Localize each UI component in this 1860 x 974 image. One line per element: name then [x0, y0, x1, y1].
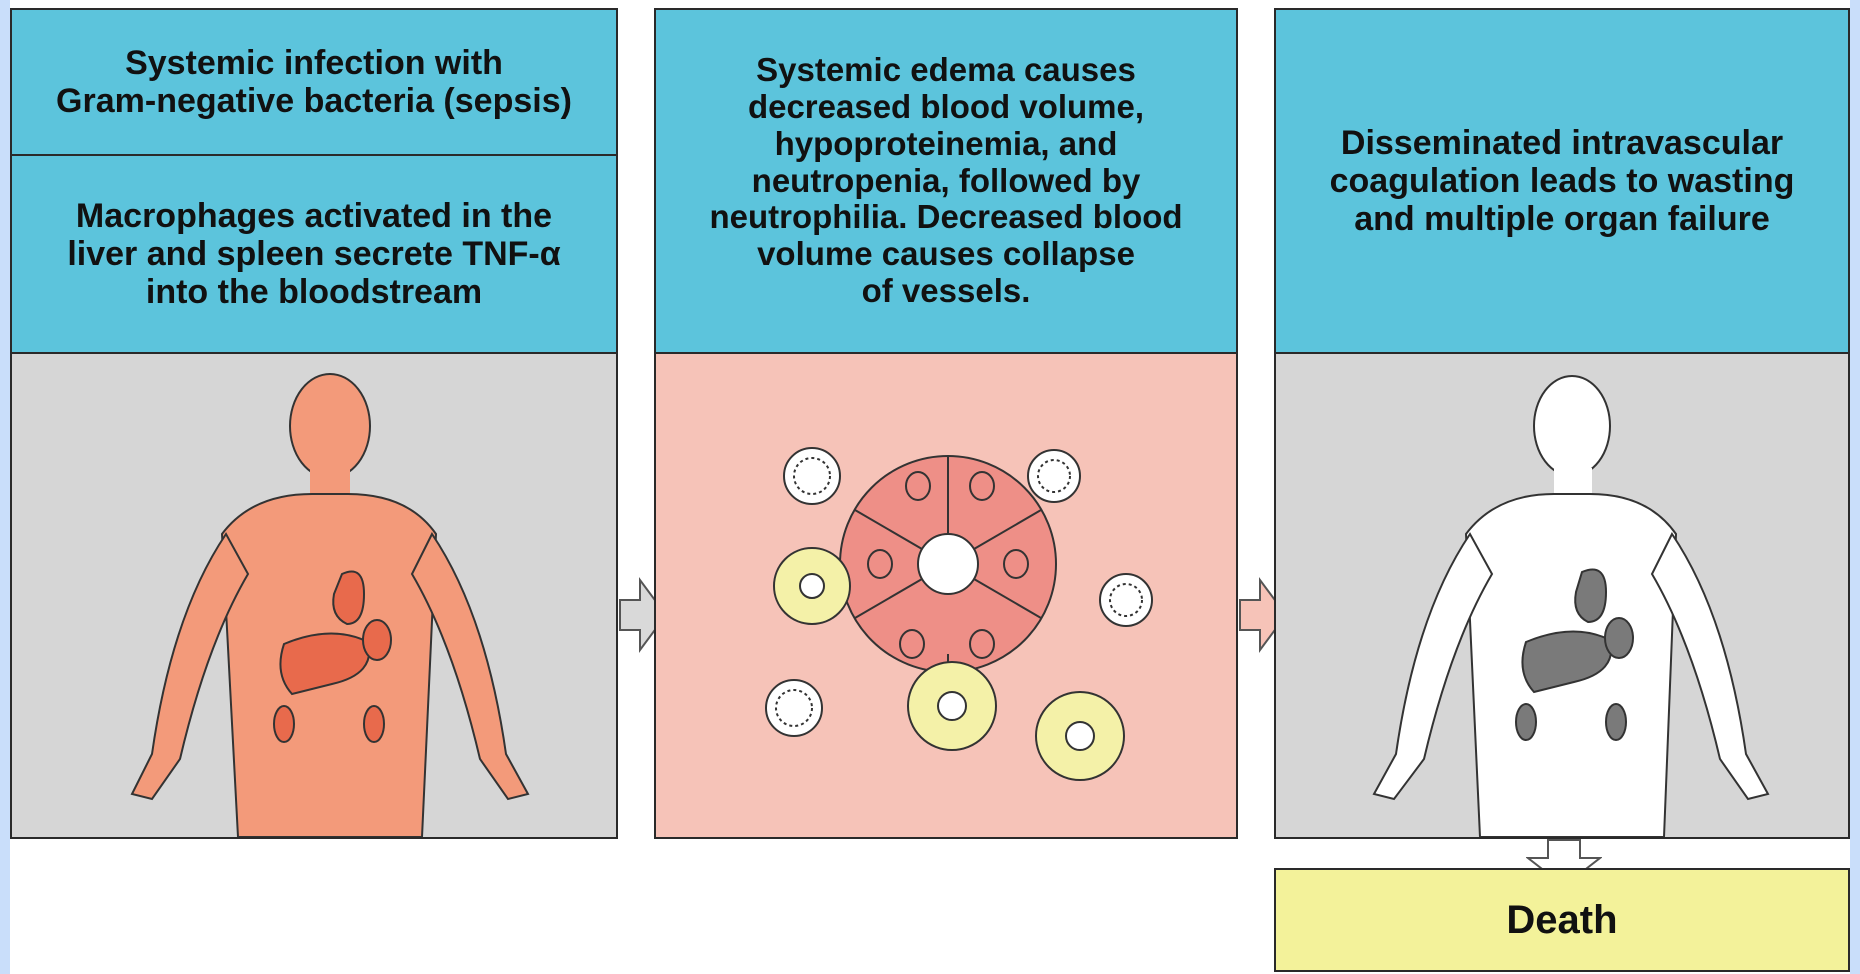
human-figure-icon: [132, 374, 528, 837]
right-edge-strip: [1850, 0, 1860, 974]
panel1-body-caption: Macrophages activated in the liver and s…: [10, 154, 618, 354]
panel2-caption-line: decreased blood volume,: [709, 89, 1182, 126]
left-edge-strip: [0, 0, 10, 974]
panel1-header-line: Systemic infection with: [56, 44, 572, 82]
panel2-caption-line: Systemic edema causes: [709, 52, 1182, 89]
panel3-caption-line: coagulation leads to wasting: [1330, 162, 1795, 200]
lymphocyte-cell-icon: [784, 448, 840, 504]
panel1-illustration: [10, 352, 618, 839]
blood-vessel-icon: [840, 456, 1056, 672]
panel2-caption-line: neutropenia, followed by: [709, 163, 1182, 200]
panel3-caption: Disseminated intravascular coagulation l…: [1274, 8, 1850, 354]
panel1-body-line: Macrophages activated in the: [67, 197, 560, 235]
panel1-header-caption: Systemic infection with Gram-negative ba…: [10, 8, 618, 156]
panel2-caption-line: neutrophilia. Decreased blood: [709, 199, 1182, 236]
lymphocyte-cell-icon: [1100, 574, 1152, 626]
panel3-illustration: [1274, 352, 1850, 839]
panel1-body-line: into the bloodstream: [67, 273, 560, 311]
human-figure-icon: [1374, 376, 1768, 837]
lymphocyte-cell-icon: [1028, 450, 1080, 502]
death-label: Death: [1506, 898, 1617, 943]
panel2-caption-line: hypoproteinemia, and: [709, 126, 1182, 163]
panel3-caption-line: and multiple organ failure: [1330, 200, 1795, 238]
lymphocyte-cell-icon: [766, 680, 822, 736]
neutrophil-cell-icon: [774, 548, 850, 624]
panel2-caption-line: of vessels.: [709, 273, 1182, 310]
death-outcome-box: Death: [1274, 868, 1850, 972]
panel3-caption-line: Disseminated intravascular: [1330, 124, 1795, 162]
panel2-caption: Systemic edema causes decreased blood vo…: [654, 8, 1238, 354]
neutrophil-cell-icon: [1036, 692, 1124, 780]
panel2-illustration: [654, 352, 1238, 839]
panel2-caption-line: volume causes collapse: [709, 236, 1182, 273]
panel1-header-line: Gram-negative bacteria (sepsis): [56, 82, 572, 120]
panel1-body-line: liver and spleen secrete TNF-α: [67, 235, 560, 273]
